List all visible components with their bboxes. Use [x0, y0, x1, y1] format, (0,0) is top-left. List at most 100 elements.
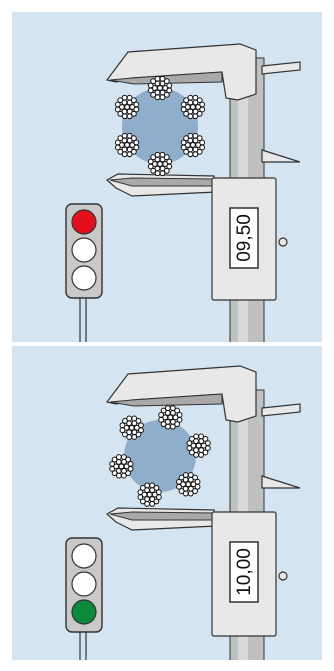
wire — [160, 421, 167, 428]
wire — [115, 472, 122, 479]
wire — [192, 113, 199, 120]
wire — [202, 449, 209, 456]
wire — [158, 411, 164, 418]
wire — [180, 139, 187, 146]
wire — [134, 424, 140, 431]
thumb-roller-icon — [278, 571, 288, 581]
wire — [180, 144, 187, 151]
wire — [159, 170, 166, 177]
wire — [164, 423, 171, 430]
wire — [119, 427, 126, 434]
wire — [195, 442, 202, 449]
wire — [137, 489, 144, 496]
wire — [178, 488, 185, 494]
wire — [115, 454, 122, 460]
wire — [121, 132, 128, 139]
wire-rope-cross-section-icon — [109, 405, 211, 507]
red-light — [71, 543, 97, 569]
wire — [154, 151, 161, 158]
wire — [130, 97, 137, 104]
wire — [192, 132, 199, 139]
wire — [187, 132, 194, 139]
wire — [125, 456, 132, 463]
wire — [159, 75, 166, 82]
amber-light — [71, 237, 97, 263]
wire — [109, 465, 115, 472]
wire — [187, 490, 194, 497]
wire — [184, 104, 191, 110]
rope-strand — [180, 132, 206, 158]
wire — [205, 440, 211, 447]
wire — [123, 463, 130, 470]
reading-value: 10,00 — [234, 548, 255, 596]
wire — [180, 101, 187, 108]
wire — [128, 424, 135, 431]
wire — [159, 151, 166, 158]
wire — [120, 472, 127, 479]
wire — [122, 418, 128, 424]
wire — [192, 488, 198, 494]
wire — [196, 110, 203, 117]
wire — [180, 481, 186, 488]
wire — [130, 148, 137, 155]
wire — [193, 452, 200, 458]
wire — [135, 418, 142, 424]
wire — [196, 97, 203, 104]
wire — [114, 101, 121, 108]
wire — [151, 161, 158, 167]
wire — [186, 440, 193, 447]
wire — [121, 151, 128, 158]
wire — [118, 463, 125, 470]
wire — [154, 94, 161, 101]
wire — [117, 135, 124, 142]
wire — [109, 460, 115, 467]
wire — [111, 470, 118, 477]
wire-rope-cross-section-icon — [114, 75, 206, 177]
wire — [131, 434, 138, 440]
wire — [113, 463, 120, 470]
wire — [117, 97, 124, 104]
wire — [138, 422, 144, 429]
wire — [176, 411, 183, 418]
wire — [120, 454, 127, 460]
wire — [185, 481, 192, 488]
wire — [126, 151, 133, 158]
wire — [137, 494, 144, 501]
wire — [125, 470, 132, 477]
wire — [192, 94, 199, 101]
rope-core — [124, 420, 196, 492]
wire — [187, 151, 194, 158]
wire — [144, 501, 151, 507]
wire — [169, 423, 176, 430]
wire — [183, 135, 190, 142]
wire — [126, 113, 133, 120]
wire — [183, 148, 190, 155]
wire — [187, 472, 194, 478]
wire — [186, 445, 193, 452]
wire — [121, 113, 128, 120]
wire — [154, 75, 161, 82]
wire — [163, 167, 170, 174]
wire — [193, 433, 200, 440]
wire — [158, 416, 164, 423]
wire — [117, 148, 124, 155]
wire — [117, 110, 124, 117]
wire — [172, 414, 179, 421]
wire — [196, 135, 203, 142]
wire — [119, 422, 126, 429]
wire — [162, 414, 169, 421]
wire — [130, 135, 137, 142]
rope-strand — [137, 482, 162, 507]
wire — [199, 101, 206, 108]
wire — [141, 491, 148, 498]
wire — [169, 405, 176, 411]
rope-strand — [176, 472, 201, 497]
wire — [153, 484, 160, 491]
wire — [153, 498, 160, 505]
wire — [129, 104, 136, 110]
rope-strand — [114, 132, 140, 158]
wire — [182, 490, 189, 497]
rope-strand — [186, 433, 211, 458]
wire — [198, 433, 205, 440]
measurement-panel-1: 09,50 — [12, 12, 322, 342]
